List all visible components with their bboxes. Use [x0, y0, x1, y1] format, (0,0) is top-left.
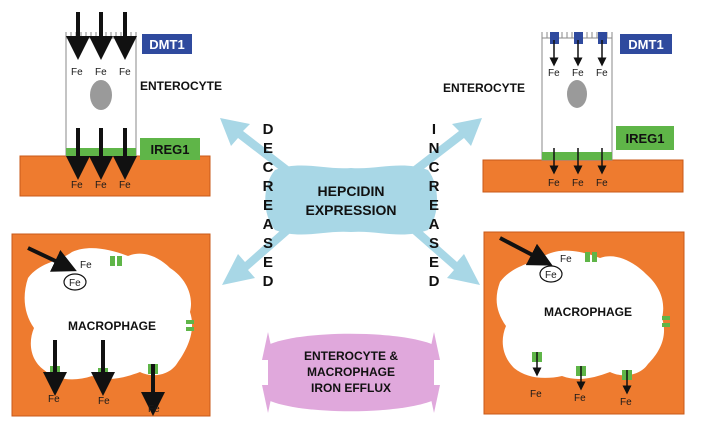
increased-letter-6: A	[429, 216, 440, 233]
right-dmt1-badge	[620, 34, 672, 54]
increased-letter-3: C	[429, 159, 440, 176]
left-fe-bottom-1: Fe	[71, 180, 83, 191]
left-macrophage-fe-out-3: Fe	[148, 404, 160, 415]
left-macrophage-fe-out-1: Fe	[48, 394, 60, 405]
hepcidin-blob	[265, 165, 437, 235]
increased-letter-9: D	[429, 273, 440, 290]
left-nucleus	[90, 80, 112, 110]
right-ireg1-badge	[616, 126, 674, 150]
left-fe-top-2: Fe	[95, 67, 107, 78]
right-enterocyte-title: ENTEROCYTE	[443, 81, 525, 95]
left-dmt1-badge	[142, 34, 192, 54]
left-macrophage-fe-out-2: Fe	[98, 396, 110, 407]
left-enterocyte-title: ENTEROCYTE	[140, 79, 222, 93]
decreased-letter-8: E	[263, 254, 273, 271]
left-ireg1-label: IREG1	[150, 142, 189, 157]
right-fe-bottom-1: Fe	[548, 178, 560, 189]
left-macrophage-title: MACROPHAGE	[68, 319, 156, 333]
left-macrophage: Fe Fe MACROPHAGE Fe Fe Fe	[11, 233, 211, 417]
center-arrows: HEPCIDIN EXPRESSION	[220, 118, 482, 285]
left-macrophage-fe-circle	[63, 273, 87, 291]
right-fe-top-2: Fe	[572, 68, 584, 79]
right-macrophage-fe-in: Fe	[560, 254, 572, 265]
decreased-letter-4: R	[263, 178, 274, 195]
decreased-letter-1: D	[263, 121, 274, 138]
right-macrophage-fe-out-2: Fe	[574, 393, 586, 404]
left-fe-top-1: Fe	[71, 67, 83, 78]
left-enterocyte: DMT1 Fe Fe Fe ENTEROCYTE IREG1 Fe Fe Fe	[19, 12, 222, 197]
increased-letter-1: I	[432, 121, 436, 138]
decreased-letter-7: S	[263, 235, 273, 252]
left-macrophage-fe-in: Fe	[80, 260, 92, 271]
left-microvilli	[65, 32, 137, 38]
right-ireg1-label: IREG1	[625, 131, 664, 146]
increased-letter-5: E	[429, 197, 439, 214]
efflux-line-2: MACROPHAGE	[307, 365, 395, 379]
decreased-letter-5: E	[263, 197, 273, 214]
left-basal-layer	[19, 155, 211, 197]
right-fe-bottom-2: Fe	[572, 178, 584, 189]
arrow-to-left-macrophage	[222, 222, 296, 285]
decreased-letter-3: C	[263, 159, 274, 176]
hepcidin-line-1: HEPCIDIN	[318, 183, 385, 199]
efflux-line-1: ENTEROCYTE &	[304, 349, 398, 363]
left-fe-bottom-2: Fe	[95, 180, 107, 191]
right-fe-top-3: Fe	[596, 68, 608, 79]
left-fe-bottom-3: Fe	[119, 180, 131, 191]
right-macrophage-fe-out-3: Fe	[620, 397, 632, 408]
left-macrophage-body	[24, 248, 193, 380]
left-dmt1-label: DMT1	[149, 37, 184, 52]
arrow-to-right-macrophage	[406, 222, 480, 285]
right-macrophage-fe-circled: Fe	[545, 270, 557, 281]
hepcidin-line-2: EXPRESSION	[305, 202, 396, 218]
right-basal-layer	[482, 159, 684, 193]
right-macrophage: Fe Fe MACROPHAGE Fe Fe Fe	[483, 231, 685, 415]
right-nucleus	[567, 80, 587, 108]
increased-letter-4: R	[429, 178, 440, 195]
arrow-to-left-enterocyte	[220, 118, 296, 178]
increased-letter-2: N	[429, 140, 440, 157]
left-ireg1-badge	[140, 138, 200, 160]
arrow-to-right-enterocyte	[406, 118, 482, 178]
increased-letter-7: S	[429, 235, 439, 252]
right-enterocyte: DMT1 Fe Fe Fe ENTEROCYTE IREG1 Fe Fe Fe	[443, 32, 684, 193]
decreased-letter-6: A	[263, 216, 274, 233]
right-dmt1-label: DMT1	[628, 37, 663, 52]
right-macrophage-body	[496, 250, 665, 379]
left-fe-top-3: Fe	[119, 67, 131, 78]
right-fe-bottom-3: Fe	[596, 178, 608, 189]
right-macrophage-fe-circle	[539, 265, 563, 283]
increased-letter-8: E	[429, 254, 439, 271]
right-macrophage-title: MACROPHAGE	[544, 305, 632, 319]
right-fe-top-1: Fe	[548, 68, 560, 79]
left-macrophage-fe-circled: Fe	[69, 278, 81, 289]
right-macrophage-fe-out-1: Fe	[530, 389, 542, 400]
efflux-line-3: IRON EFFLUX	[311, 381, 391, 395]
decreased-letter-2: E	[263, 140, 273, 157]
efflux-shape: ENTEROCYTE & MACROPHAGE IRON EFFLUX	[262, 332, 440, 413]
decreased-letter-9: D	[263, 273, 274, 290]
